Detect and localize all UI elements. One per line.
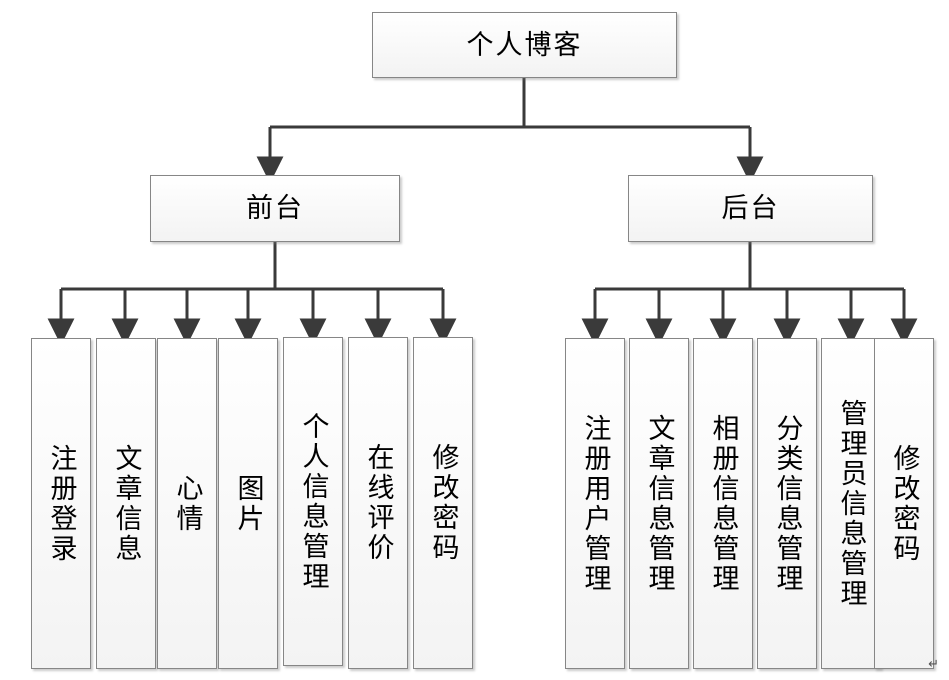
node-root[interactable]: 个人博客 bbox=[372, 12, 677, 78]
node-front-leaf[interactable]: 修改密码 bbox=[413, 337, 473, 669]
node-back-leaf[interactable]: 文章信息管理 bbox=[629, 338, 689, 669]
node-back-office[interactable]: 后台 bbox=[628, 175, 873, 242]
node-back-leaf[interactable]: 相册信息管理 bbox=[693, 338, 753, 669]
node-back-leaf[interactable]: 分类信息管理 bbox=[757, 338, 817, 669]
node-front-leaf-label: 修改密码 bbox=[428, 443, 459, 563]
node-back-leaf-label: 文章信息管理 bbox=[644, 413, 675, 594]
node-front-office-label: 前台 bbox=[246, 193, 304, 224]
node-front-leaf-label: 文章信息 bbox=[111, 443, 142, 564]
node-front-leaf[interactable]: 在线评价 bbox=[348, 337, 408, 669]
node-back-leaf-label: 修改密码 bbox=[889, 443, 920, 564]
node-front-leaf[interactable]: 心情 bbox=[157, 338, 217, 669]
node-front-leaf[interactable]: 个人信息管理 bbox=[283, 337, 343, 666]
node-back-leaf[interactable]: 修改密码 bbox=[874, 338, 934, 669]
node-front-leaf-label: 在线评价 bbox=[363, 443, 394, 563]
node-back-leaf[interactable]: 管理员信息管理 bbox=[821, 338, 881, 669]
node-front-leaf[interactable]: 文章信息 bbox=[96, 338, 156, 669]
node-front-leaf-label: 个人信息管理 bbox=[298, 411, 329, 592]
node-front-leaf-label: 心情 bbox=[172, 473, 203, 534]
node-back-leaf[interactable]: 注册用户管理 bbox=[565, 338, 625, 669]
node-front-leaf[interactable]: 图片 bbox=[218, 338, 278, 669]
node-back-leaf-label: 相册信息管理 bbox=[708, 413, 739, 594]
node-back-office-label: 后台 bbox=[721, 193, 780, 224]
node-front-office[interactable]: 前台 bbox=[150, 175, 400, 242]
node-back-leaf-label: 分类信息管理 bbox=[772, 413, 803, 594]
node-back-leaf-label: 管理员信息管理 bbox=[836, 398, 867, 609]
paragraph-return-mark: ↵ bbox=[928, 656, 939, 671]
node-root-label: 个人博客 bbox=[466, 29, 583, 60]
node-front-leaf[interactable]: 注册登录 bbox=[31, 338, 91, 669]
node-front-leaf-label: 图片 bbox=[233, 473, 264, 534]
node-back-leaf-label: 注册用户管理 bbox=[580, 413, 611, 594]
node-front-leaf-label: 注册登录 bbox=[46, 443, 77, 564]
